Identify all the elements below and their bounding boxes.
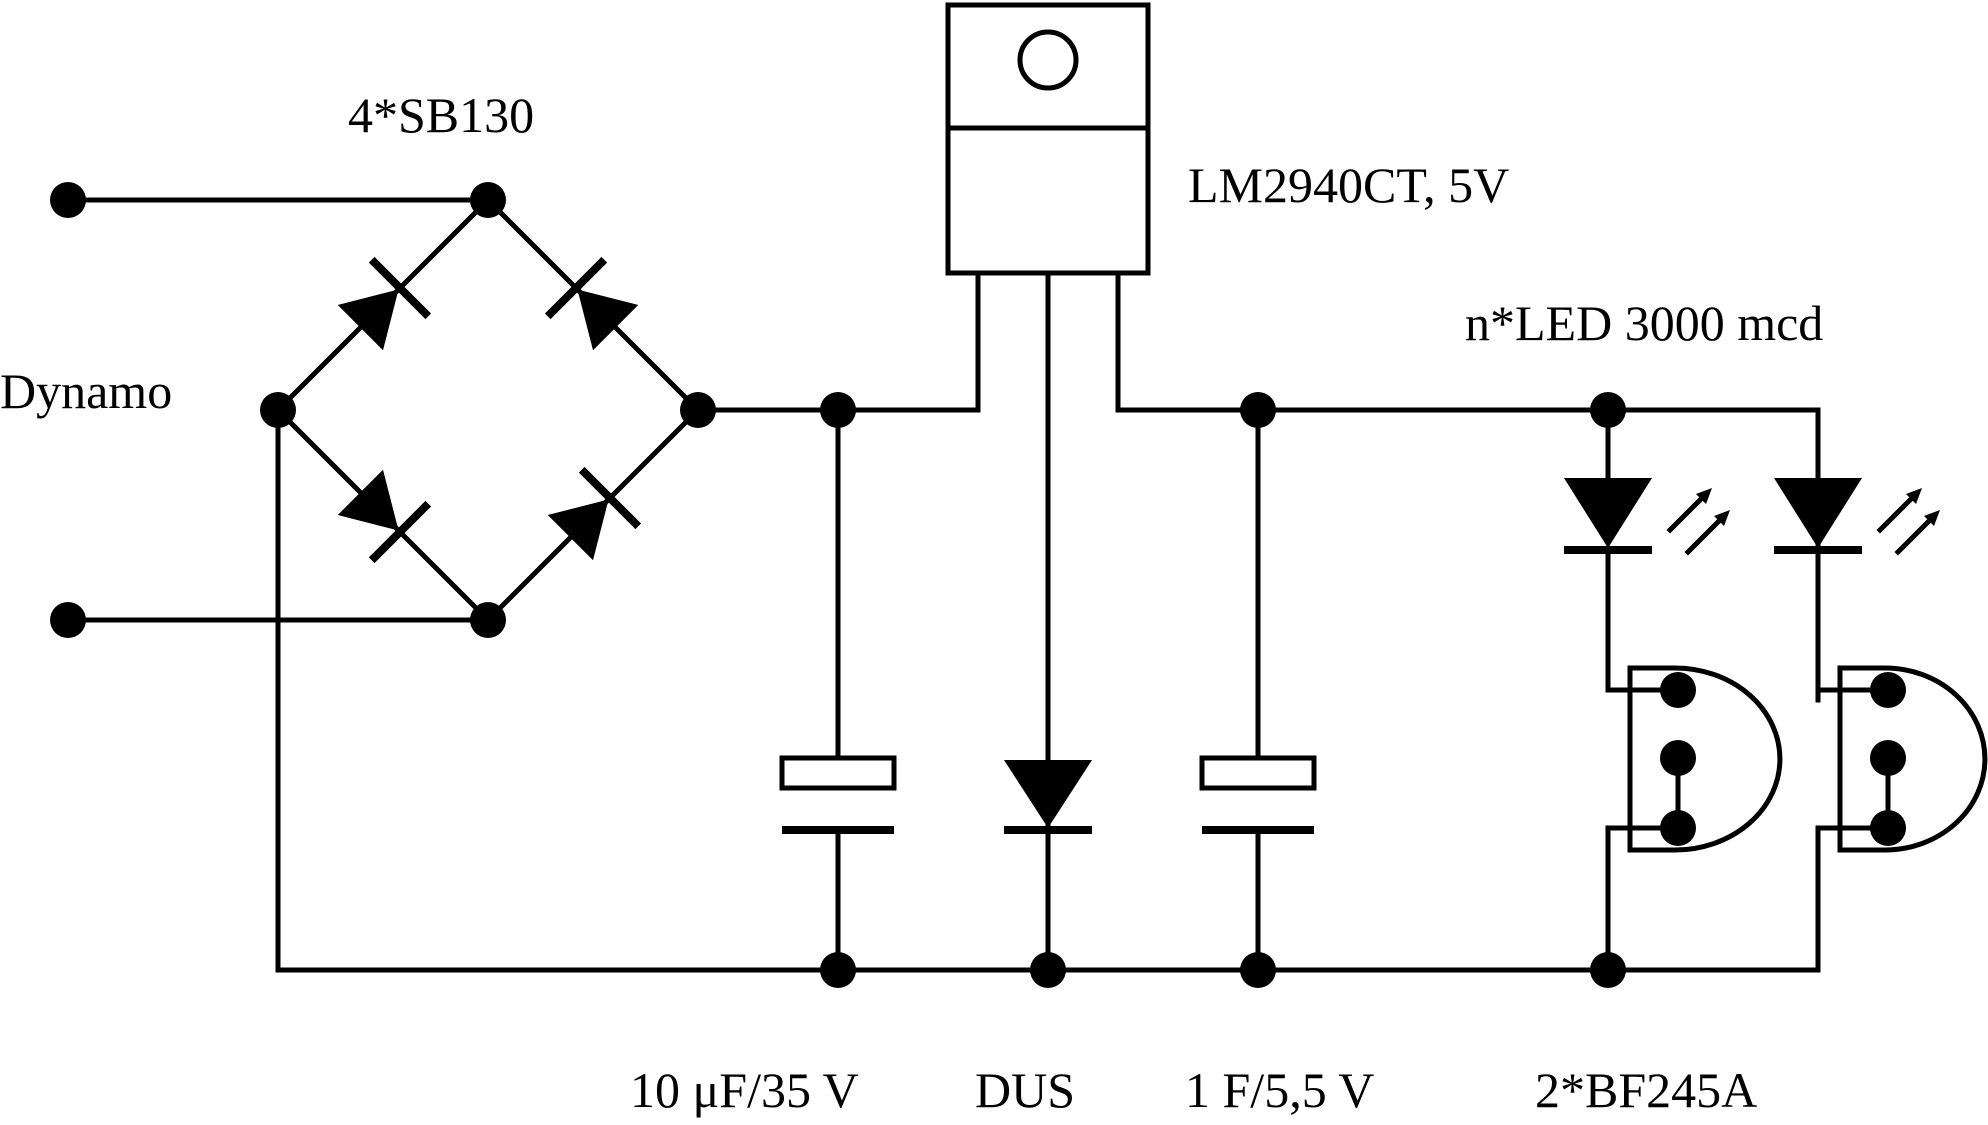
regulator (945, 2, 1151, 973)
bridge-rectifier (260, 182, 716, 638)
regulator-label: LM2940CT, 5V (1188, 157, 1509, 213)
polarized-capacitor-icon (779, 755, 897, 791)
dynamo-terminals (50, 182, 491, 638)
jfet-icon (1605, 665, 1783, 973)
terminal-dot-icon (50, 182, 86, 218)
led-icon (1564, 478, 1652, 548)
capacitor-1f (1199, 392, 1317, 988)
terminal-dot-icon (50, 602, 86, 638)
capacitor-10uf (779, 392, 897, 988)
cap1-label: 10 μF/35 V (630, 1062, 859, 1118)
diode-icon (547, 466, 642, 561)
diode-icon (337, 469, 432, 564)
bridge-label: 4*SB130 (348, 87, 534, 143)
led-branch-1 (1564, 392, 1783, 988)
polarized-capacitor-icon (1199, 755, 1317, 791)
dynamo-label: Dynamo (0, 363, 172, 419)
diode-label: DUS (975, 1062, 1075, 1118)
diode-icon (337, 256, 432, 351)
jfet-icon (1815, 665, 1988, 853)
diode-icon (1004, 760, 1092, 828)
led-branch-2 (1774, 407, 1988, 853)
cap2-label: 1 F/5,5 V (1185, 1062, 1374, 1118)
to220-package-icon (945, 2, 1151, 276)
diode-dus (1004, 760, 1092, 988)
leds-label: n*LED 3000 mcd (1465, 295, 1823, 351)
diode-icon (544, 256, 639, 351)
fets-label: 2*BF245A (1535, 1062, 1757, 1118)
led-icon (1774, 478, 1862, 548)
